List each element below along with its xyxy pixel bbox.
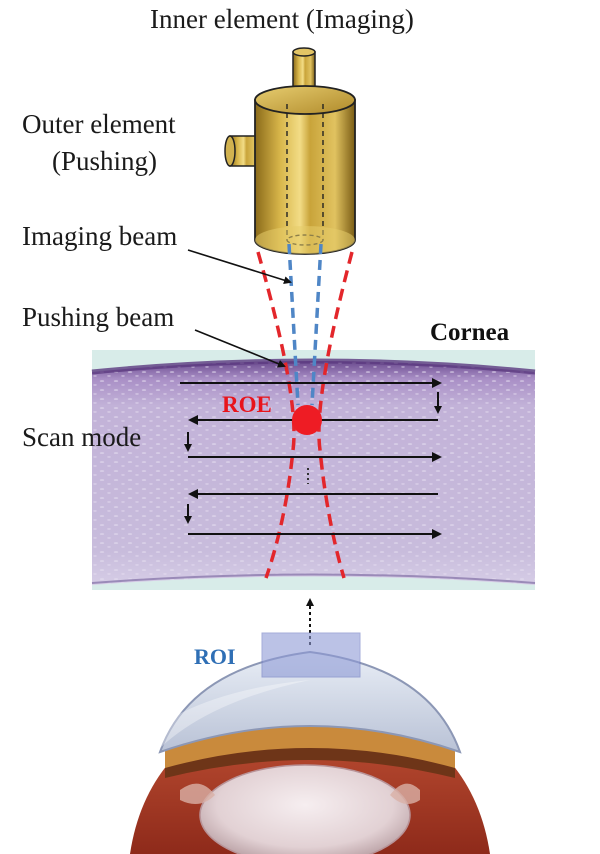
roe-label: ROE: [222, 392, 272, 417]
inner-element-label: Inner element (Imaging): [150, 4, 414, 34]
scan-mode-label: Scan mode: [22, 422, 141, 452]
pushing-beam-leader: [194, 329, 286, 368]
imaging-beam-leader: [187, 249, 292, 285]
transducer-icon: [224, 47, 356, 255]
imaging-beam-lines: [287, 243, 323, 406]
pushing-beam-label: Pushing beam: [22, 302, 174, 332]
roi-label: ROI: [194, 644, 236, 669]
roe-focal-point: [292, 405, 322, 435]
roi-box: [261, 632, 361, 678]
cornea-tissue: [91, 350, 536, 590]
cornea-label: Cornea: [430, 319, 510, 346]
imaging-beam-label: Imaging beam: [22, 221, 177, 251]
outer-element-label-sub: (Pushing): [52, 146, 157, 176]
pushing-beam-lines: [256, 251, 354, 579]
outer-element-label: Outer element: [22, 109, 176, 139]
eye-cross-section-icon: [80, 650, 490, 854]
